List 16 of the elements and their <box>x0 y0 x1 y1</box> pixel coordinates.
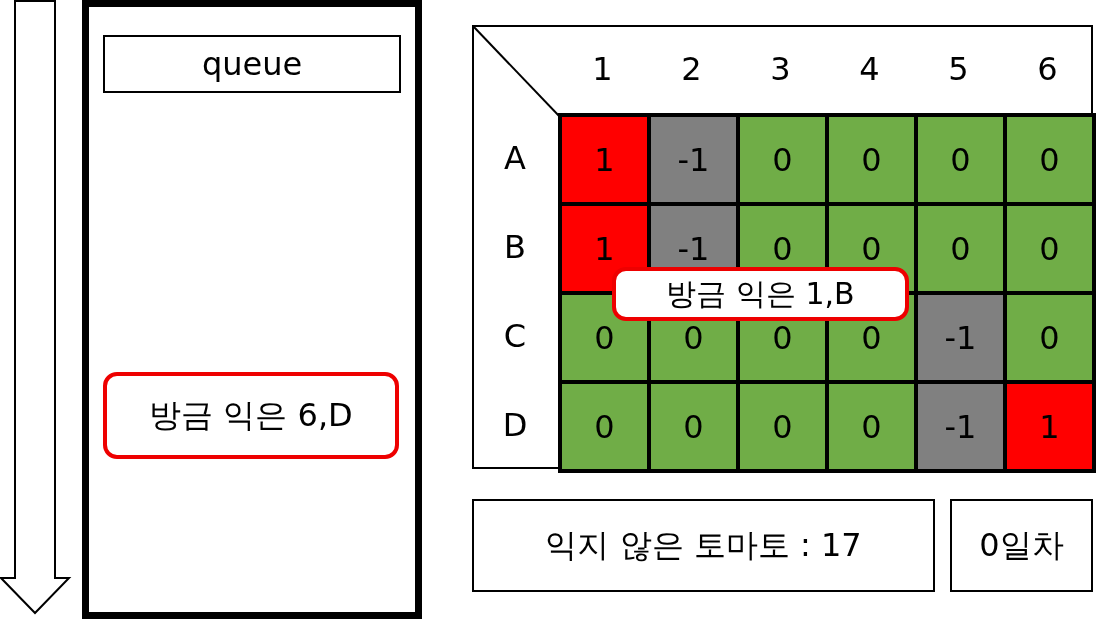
queue-item-box: 방금 익은 6,D <box>103 372 399 459</box>
column-header: 1 <box>591 49 614 90</box>
callout-box: 방금 익은 1,B <box>612 267 909 321</box>
column-header: 4 <box>858 49 881 90</box>
day-box: 0일차 <box>950 499 1093 592</box>
queue-panel <box>82 0 422 619</box>
row-header: B <box>503 226 527 268</box>
row-header: A <box>503 137 527 179</box>
queue-label-box: queue <box>103 35 401 93</box>
column-header: 5 <box>947 49 970 90</box>
column-header: 6 <box>1036 49 1059 90</box>
column-header: 3 <box>769 49 792 90</box>
row-header: C <box>502 315 528 357</box>
row-header: D <box>501 404 529 446</box>
column-header: 2 <box>680 49 703 90</box>
counter-box: 익지 않은 토마토 : 17 <box>472 499 935 592</box>
